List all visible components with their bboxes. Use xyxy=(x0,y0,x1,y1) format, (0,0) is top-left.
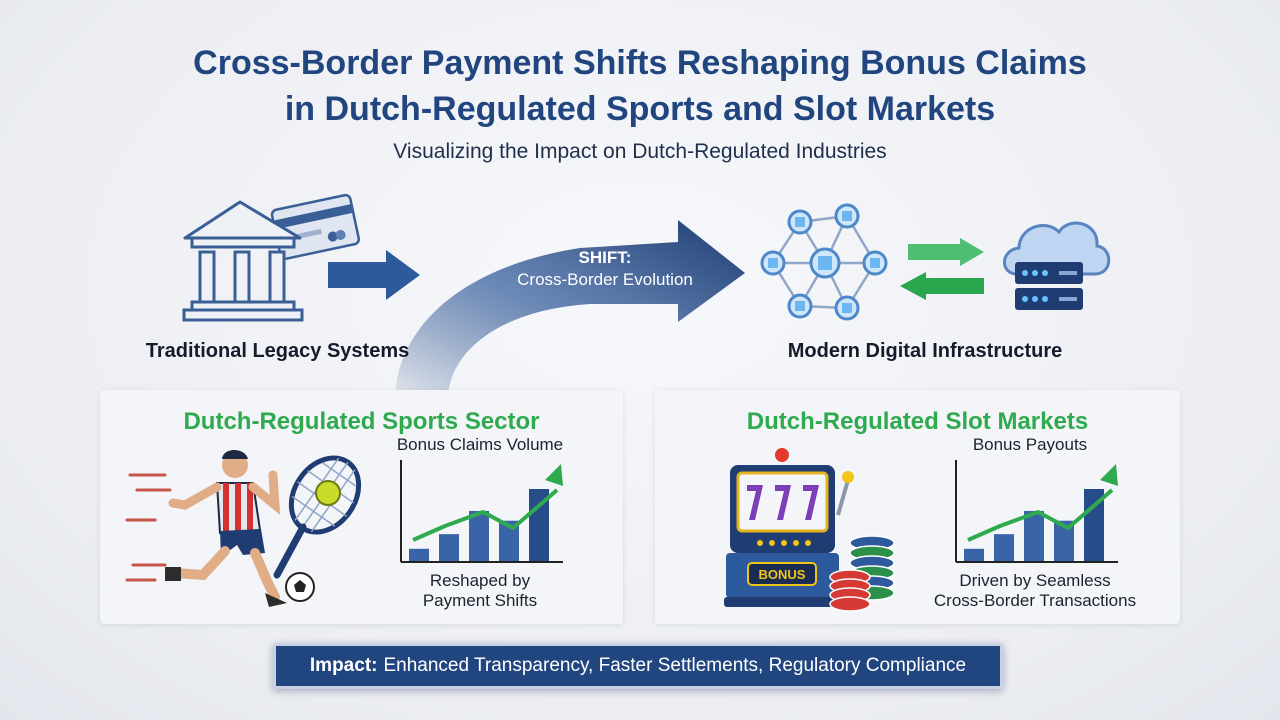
slots-caption: Driven by Seamless Cross-Border Transact… xyxy=(905,571,1165,611)
athlete-icon xyxy=(125,450,362,607)
sports-bar-chart xyxy=(400,460,563,563)
right-arrow-icon xyxy=(328,250,420,300)
shift-label: SHIFT: Cross-Border Evolution xyxy=(470,247,740,291)
casino-chips-icon xyxy=(829,535,895,612)
bar-4 xyxy=(499,520,519,561)
network-icon xyxy=(760,203,888,321)
bar-2 xyxy=(994,534,1014,561)
trend-line xyxy=(967,488,1114,542)
modern-infrastructure-label: Modern Digital Infrastructure xyxy=(787,340,1063,362)
slots-panel: Dutch-Regulated Slot Markets Bonus Payou… xyxy=(655,390,1180,624)
shift-head: SHIFT: xyxy=(578,248,632,267)
title-line-2: in Dutch-Regulated Sports and Slot Marke… xyxy=(284,90,996,128)
cloud-server-icon xyxy=(1003,221,1111,310)
impact-banner: Impact: Enhanced Transparency, Faster Se… xyxy=(273,643,1003,689)
sports-chart-title: Bonus Claims Volume xyxy=(396,435,564,454)
bar-2 xyxy=(439,534,459,561)
impact-label: Impact: xyxy=(309,655,378,676)
subtitle: Visualizing the Impact on Dutch-Regulate… xyxy=(393,140,887,163)
slot-bonus-label: BONUS xyxy=(759,567,806,582)
shift-body: Cross-Border Evolution xyxy=(517,270,693,289)
sync-arrows-icon xyxy=(900,238,984,300)
bar-5 xyxy=(529,489,549,561)
trend-arrowhead xyxy=(545,464,563,486)
sports-caption-line-2: Payment Shifts xyxy=(422,591,538,610)
title-line-1: Cross-Border Payment Shifts Reshaping Bo… xyxy=(193,44,1087,82)
shift-arrow xyxy=(395,220,745,395)
impact-text: Enhanced Transparency, Faster Settlement… xyxy=(383,655,967,676)
sports-panel-title: Dutch-Regulated Sports Sector xyxy=(183,408,540,435)
bar-3 xyxy=(1024,510,1044,561)
slots-caption-line-1: Driven by Seamless xyxy=(959,571,1111,590)
slots-caption-line-2: Cross-Border Transactions xyxy=(933,591,1137,610)
slots-bar-chart xyxy=(955,460,1118,563)
legacy-systems-label: Traditional Legacy Systems xyxy=(145,340,410,362)
slots-chart-title: Bonus Payouts xyxy=(972,435,1088,454)
bar-4 xyxy=(1054,520,1074,561)
bar-3 xyxy=(469,510,489,561)
slots-panel-title: Dutch-Regulated Slot Markets xyxy=(746,408,1089,435)
slot-machine-icon: BONUS xyxy=(724,448,895,612)
sports-caption-line-1: Reshaped by xyxy=(429,571,531,590)
bank-icon xyxy=(182,193,361,322)
trend-arrowhead xyxy=(1100,464,1118,486)
bar-1 xyxy=(409,548,429,561)
bar-1 xyxy=(964,548,984,561)
page-title: Cross-Border Payment Shifts Reshaping Bo… xyxy=(0,40,1280,132)
sports-caption: Reshaped by Payment Shifts xyxy=(380,571,580,611)
bar-5 xyxy=(1084,489,1104,561)
sports-panel: Dutch-Regulated Sports Sector Bonus Clai… xyxy=(100,390,623,624)
trend-line xyxy=(412,488,559,542)
